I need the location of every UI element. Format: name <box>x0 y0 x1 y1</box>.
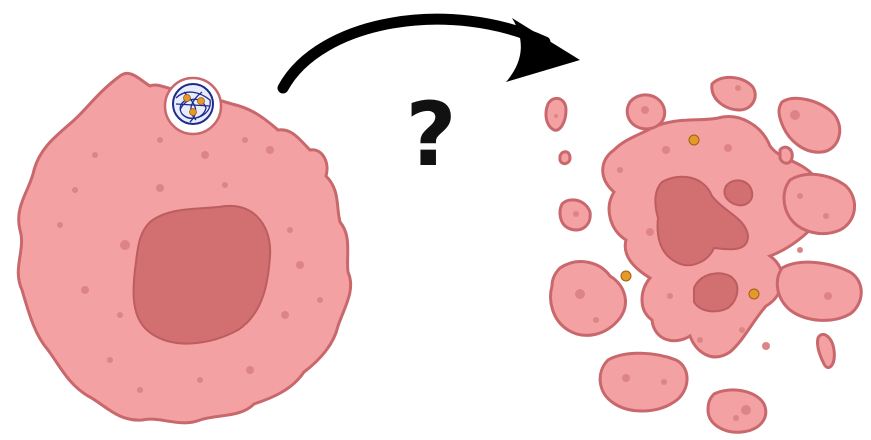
intact-host-cell <box>18 73 350 422</box>
fragment-top <box>712 77 755 110</box>
fragment-bottom-left <box>600 353 687 411</box>
fragment-speck-left <box>560 152 570 164</box>
fragment-left-large <box>551 262 626 336</box>
fragment-top-right <box>779 98 840 152</box>
fragment-bottom <box>708 390 766 432</box>
question-mark: ? <box>405 83 456 186</box>
fragment-speck-right <box>780 147 792 163</box>
fragment-sliver-right <box>817 334 834 367</box>
fragmented-host-cell <box>546 77 861 432</box>
curved-arrow-icon <box>283 18 580 88</box>
nucleus-fragment-upper <box>724 180 752 205</box>
fragment-right-large <box>777 262 861 320</box>
fragment-right <box>784 174 855 233</box>
parasitophorous-vacuole <box>165 78 221 134</box>
nucleus-fragment-lower <box>694 273 737 311</box>
